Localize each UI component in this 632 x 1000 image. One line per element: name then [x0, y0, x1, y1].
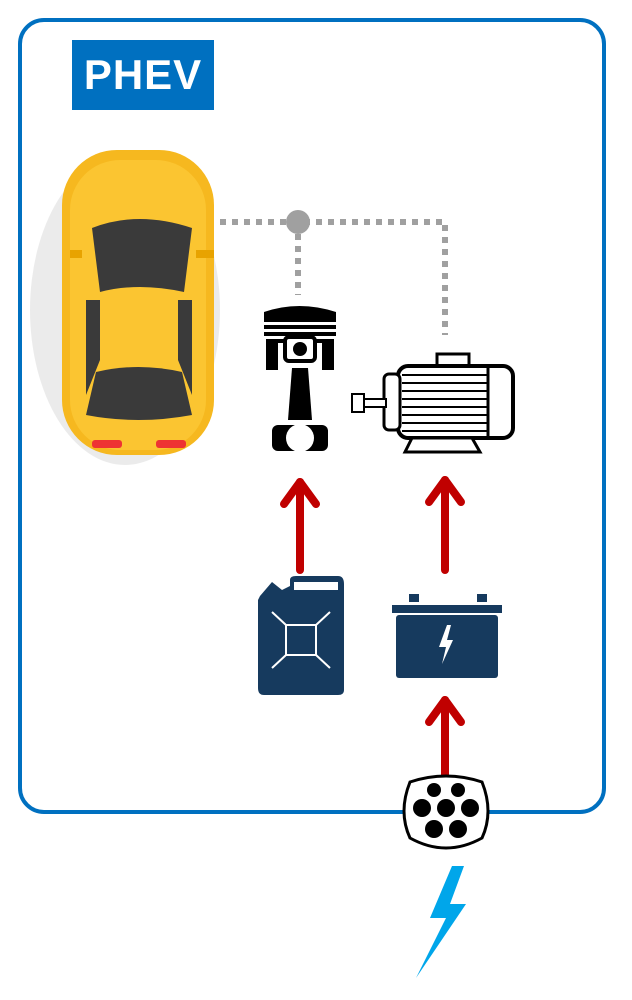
arrow-battery-to-motor — [425, 476, 465, 574]
arrow-fuel-to-engine — [280, 478, 320, 574]
car-icon — [30, 150, 220, 465]
diagram-frame — [18, 18, 606, 814]
piston-icon — [264, 306, 336, 452]
energy-flow-arrows — [280, 476, 465, 782]
link-junction — [286, 210, 310, 234]
vehicle-type-label: PHEV — [72, 40, 214, 110]
lightning-icon — [416, 866, 466, 978]
electric-motor-icon — [351, 352, 515, 454]
fuel-can-icon — [258, 576, 344, 695]
arrow-charger-to-battery — [425, 696, 465, 782]
charging-connector-icon[interactable] — [402, 774, 490, 850]
battery-icon — [392, 594, 502, 678]
